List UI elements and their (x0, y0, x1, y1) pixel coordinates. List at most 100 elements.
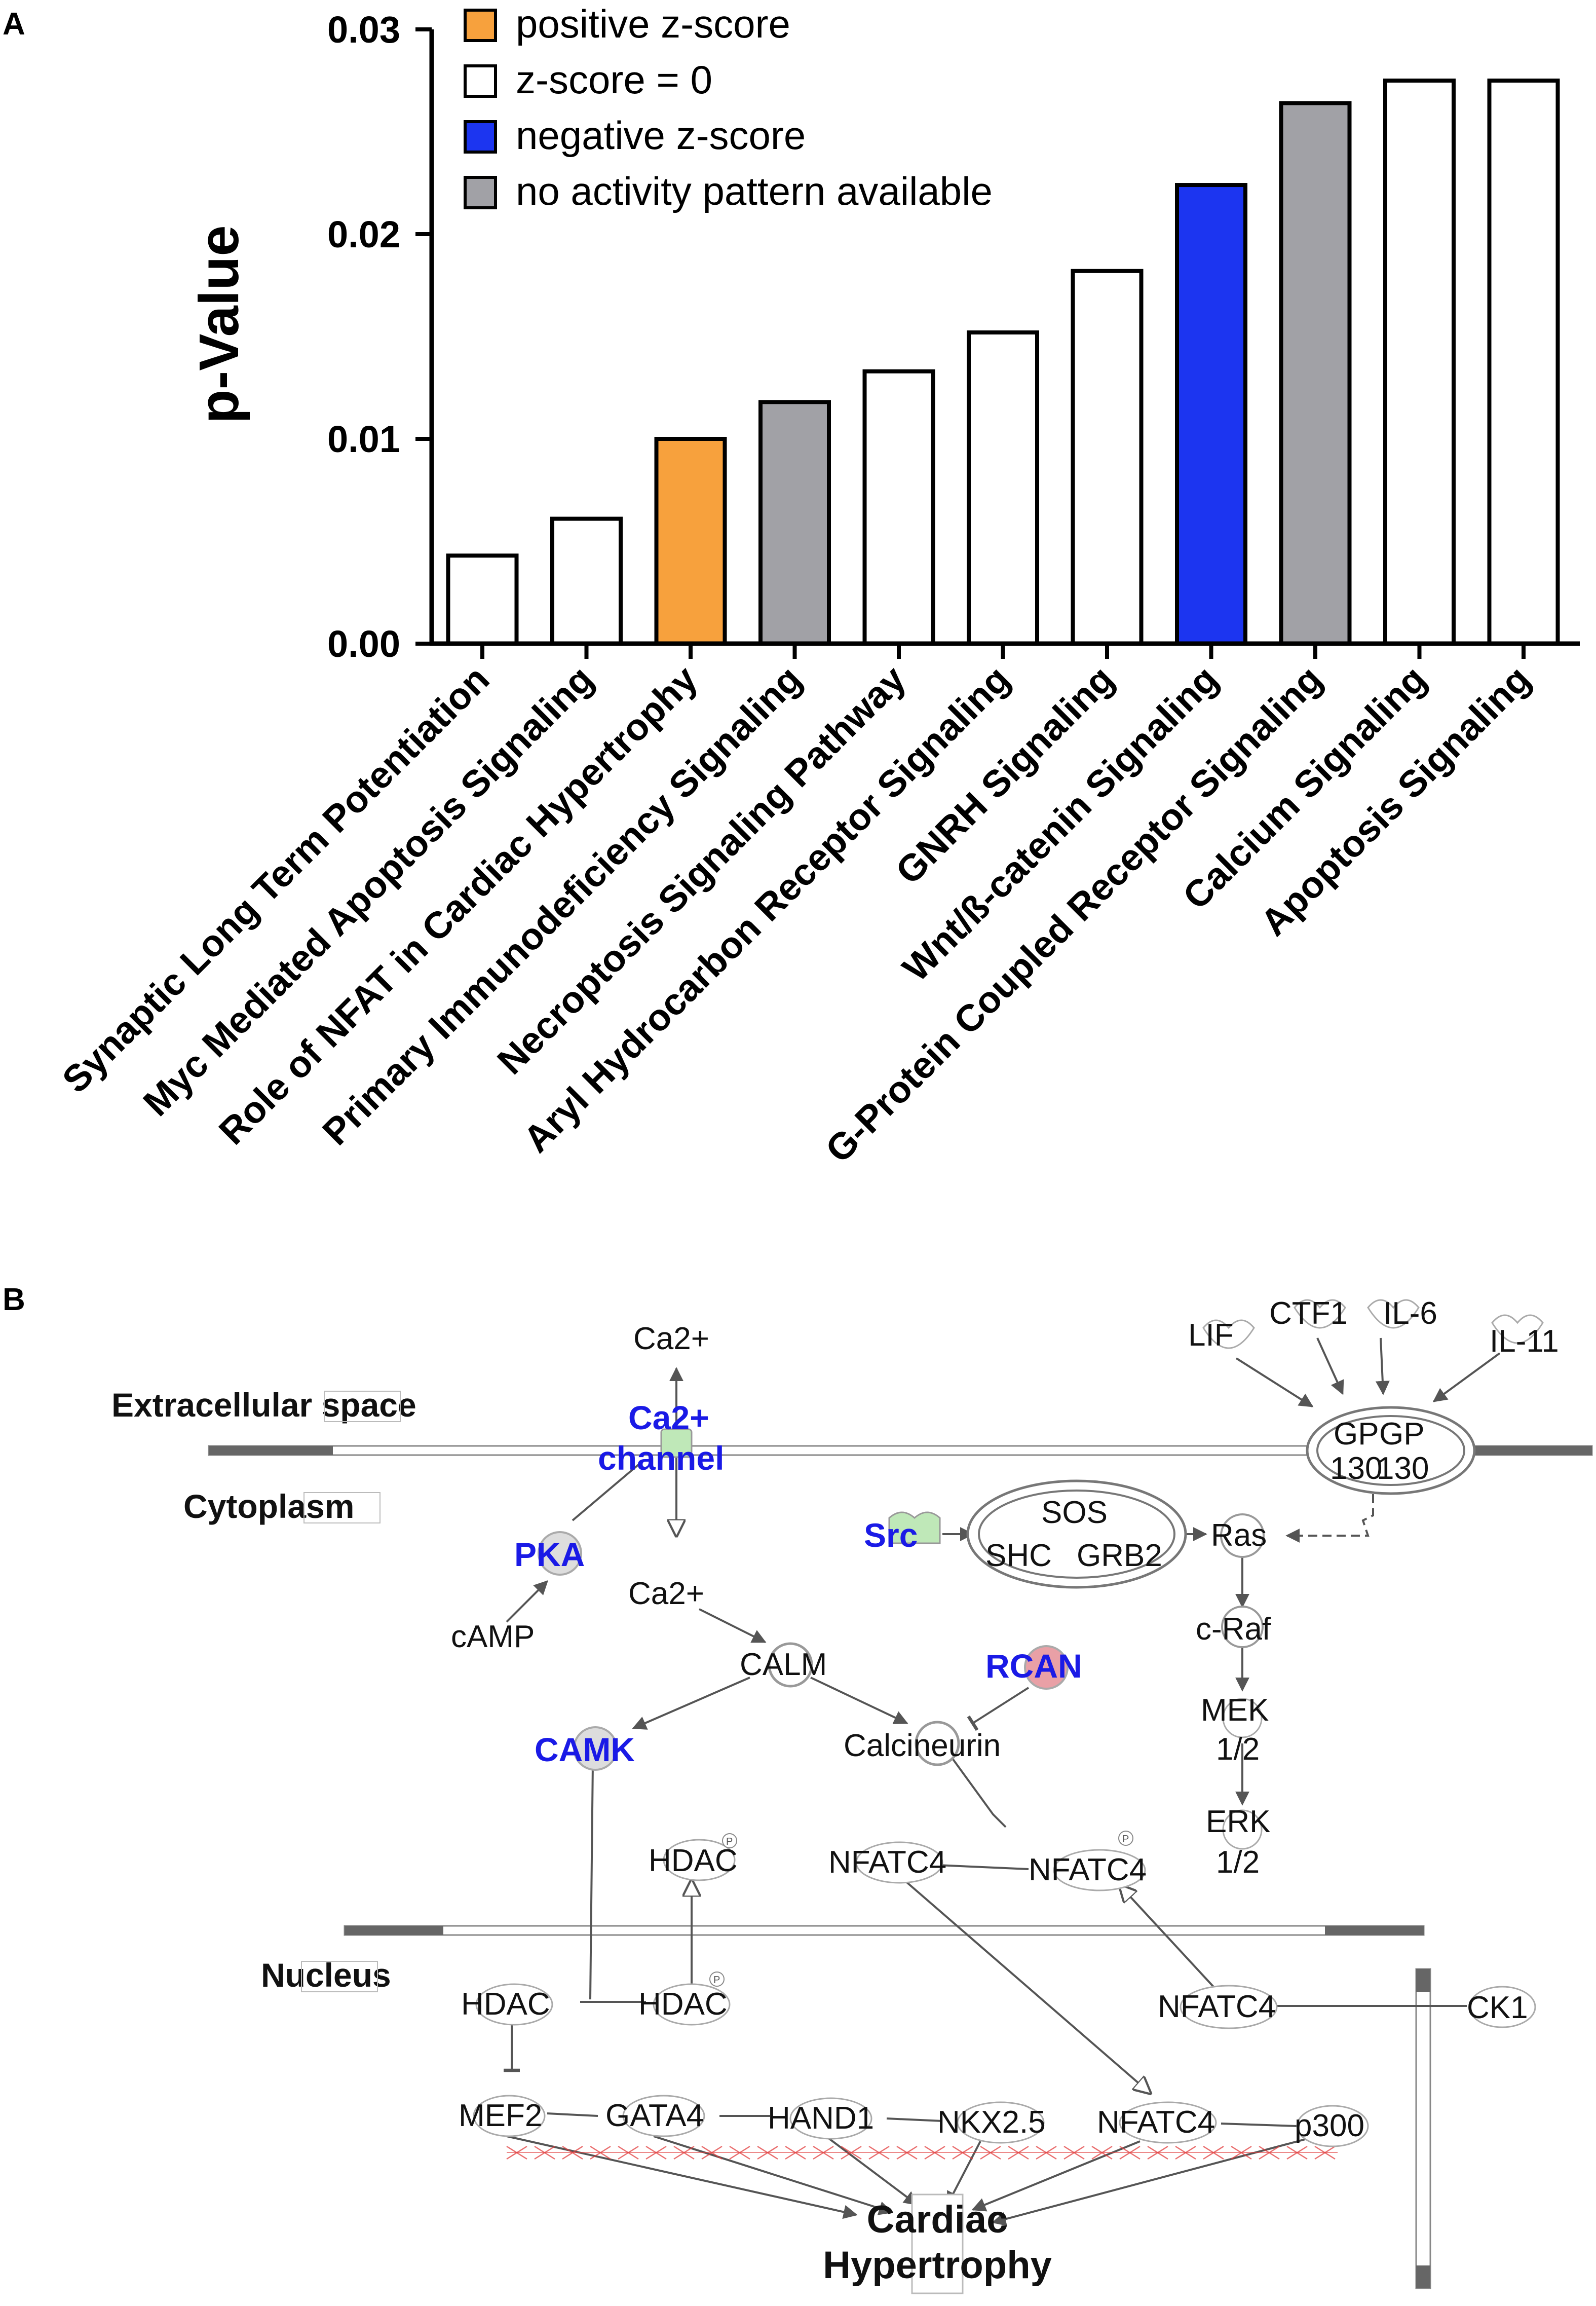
bar-8 (1279, 101, 1352, 646)
legend-label-positive: positive z-score (516, 2, 790, 46)
calm-glyph (768, 1642, 813, 1688)
node-il6: IL-6 (1383, 1296, 1437, 1331)
phospho-badge-nfatc4 (1118, 1831, 1133, 1846)
x-ticks-group (480, 644, 1526, 659)
y-axis-title: p-Value (188, 225, 250, 423)
y-tick-label-0.03: 0.03 (327, 9, 400, 51)
region-cytoplasm-box (303, 1492, 381, 1523)
node-shc: SHC (985, 1538, 1052, 1573)
region-nucleus-box (301, 1961, 378, 1992)
outcome-label-line1: Cardiac (867, 2198, 1008, 2241)
hdac-nuc-b-glyph (653, 1983, 731, 2026)
phospho-badge-hdac-cyto-label: P (726, 1836, 733, 1847)
node-glyphs (473, 1299, 1544, 2294)
ctf1-glyph (1294, 1299, 1346, 1329)
craf-glyph (1221, 1606, 1264, 1648)
nfatc4-cyto-b-glyph (1053, 1849, 1146, 1891)
bar-0 (446, 553, 519, 646)
bar-3 (758, 400, 831, 646)
p300-glyph (1296, 2105, 1369, 2147)
node-nfatc4-tf: NFATC4 (1097, 2105, 1215, 2140)
bar-7 (1175, 183, 1247, 646)
node-erk-line2: 1/2 (1216, 1845, 1260, 1880)
nuclear-membrane (344, 1925, 1425, 1936)
gata4-glyph (622, 2095, 705, 2137)
edge-camp-pka (506, 1580, 548, 1623)
nfatc4-tf-glyph (1119, 2101, 1217, 2144)
legend-label-zero: z-score = 0 (516, 57, 712, 102)
node-pka: PKA (514, 1536, 585, 1573)
edge-calm-camk (632, 1677, 750, 1730)
edge-gp130-ras (1285, 1480, 1374, 1543)
node-erk-line1: ERK (1206, 1804, 1270, 1839)
rcan-glyph (1024, 1645, 1069, 1690)
edge-p300-outcome (992, 2138, 1308, 2226)
edge-calm-calcineurin (810, 1677, 908, 1724)
node-calcineurin: Calcineurin (844, 1728, 1001, 1763)
node-nfatc4-nuc: NFATC4 (1158, 1989, 1276, 2024)
node-grb2: GRB2 (1077, 1538, 1162, 1573)
y-ticks-group: 0.000.010.020.03 (327, 9, 432, 665)
node-rcan: RCAN (985, 1647, 1082, 1685)
node-p300: p300 (1295, 2108, 1364, 2143)
node-il11: IL-11 (1490, 1324, 1559, 1359)
phospho-badge-hdac-nuc-label: P (713, 1975, 720, 1986)
phospho-badges: P P P (709, 1831, 1133, 1987)
hand1-glyph (789, 2097, 872, 2140)
node-nfatc4-cyto-b: NFATC4 (1029, 1852, 1147, 1887)
nkx25-glyph (957, 2101, 1045, 2144)
node-craf: c-Raf (1196, 1612, 1271, 1647)
edge-gata4-outcome (653, 2135, 893, 2215)
node-ck1: CK1 (1467, 1990, 1528, 2025)
node-camk: CAMK (535, 1731, 635, 1768)
region-extracellular-label: Extracellular space (111, 1386, 416, 1424)
edge-mef2-outcome (506, 2135, 858, 2219)
mek-glyph (1222, 1698, 1263, 1738)
nfatc4-cyto-a-glyph (855, 1841, 943, 1884)
edge-il6-gp130 (1375, 1337, 1390, 1395)
erk-glyph (1222, 1809, 1263, 1850)
node-gp130-a-line1: GP (1334, 1417, 1379, 1452)
node-src: Src (864, 1516, 918, 1554)
node-gp130-b-line1: GP (1379, 1417, 1425, 1452)
node-hdac-nuc-b: HDAC (638, 1987, 728, 2022)
phospho-badge-hdac-cyto (722, 1833, 737, 1848)
node-hdac-cyto: HDAC (649, 1843, 738, 1878)
edge-nfatc4-p300 (1221, 2123, 1298, 2127)
node-calm: CALM (740, 1647, 827, 1682)
edge-hand1-outcome (825, 2135, 919, 2206)
y-tick-label-0.01: 0.01 (327, 418, 400, 460)
y-tick-label-0.00: 0.00 (327, 623, 400, 665)
camk-glyph (573, 1726, 618, 1771)
pka-glyph (538, 1531, 582, 1576)
bar-5 (967, 330, 1039, 646)
mef2-glyph (473, 2095, 546, 2137)
edge-calcineurin-nfatc4 (952, 1758, 1007, 1828)
edge-ca-in-calm (699, 1608, 767, 1643)
category-label-5: Aryl Hydrocarbon Receptor Signaling (515, 658, 1018, 1161)
region-nucleus-label: Nucleus (261, 1956, 391, 1994)
il6-glyph (1367, 1299, 1420, 1329)
complex-binding-band (506, 2145, 1338, 2160)
node-ctf1: CTF1 (1269, 1296, 1348, 1331)
node-gp130-b-line2: 130 (1377, 1451, 1429, 1486)
node-gata4: GATA4 (605, 2098, 704, 2133)
edge-nfatc4-cyto-tf (903, 1879, 1150, 2093)
edge-rcan-calcineurin (967, 1687, 1030, 1731)
cardiac-hypertrophy-pathway-diagram: Extracellular space Cytoplasm Nucleus (111, 1296, 1593, 2294)
sos-shc-grb2-complex: SOS SHC GRB2 (966, 1479, 1187, 1589)
legend-swatch-zero (464, 64, 497, 98)
node-ca-out: Ca2+ (633, 1321, 709, 1356)
calcineurin-glyph (915, 1721, 960, 1766)
node-mef2: MEF2 (459, 2098, 542, 2133)
node-ca-in: Ca2+ (628, 1576, 704, 1611)
edge-pka-channel (572, 1464, 639, 1521)
legend-swatch-none (464, 176, 497, 209)
il11-glyph (1491, 1314, 1544, 1344)
edge-nfatc4-a-b (937, 1864, 1029, 1870)
node-gp130-a-line2: 130 (1330, 1451, 1382, 1486)
node-mek-line2: 1/2 (1216, 1732, 1260, 1767)
node-ca-channel-line2: channel (598, 1439, 724, 1477)
node-lif: LIF (1188, 1318, 1234, 1353)
